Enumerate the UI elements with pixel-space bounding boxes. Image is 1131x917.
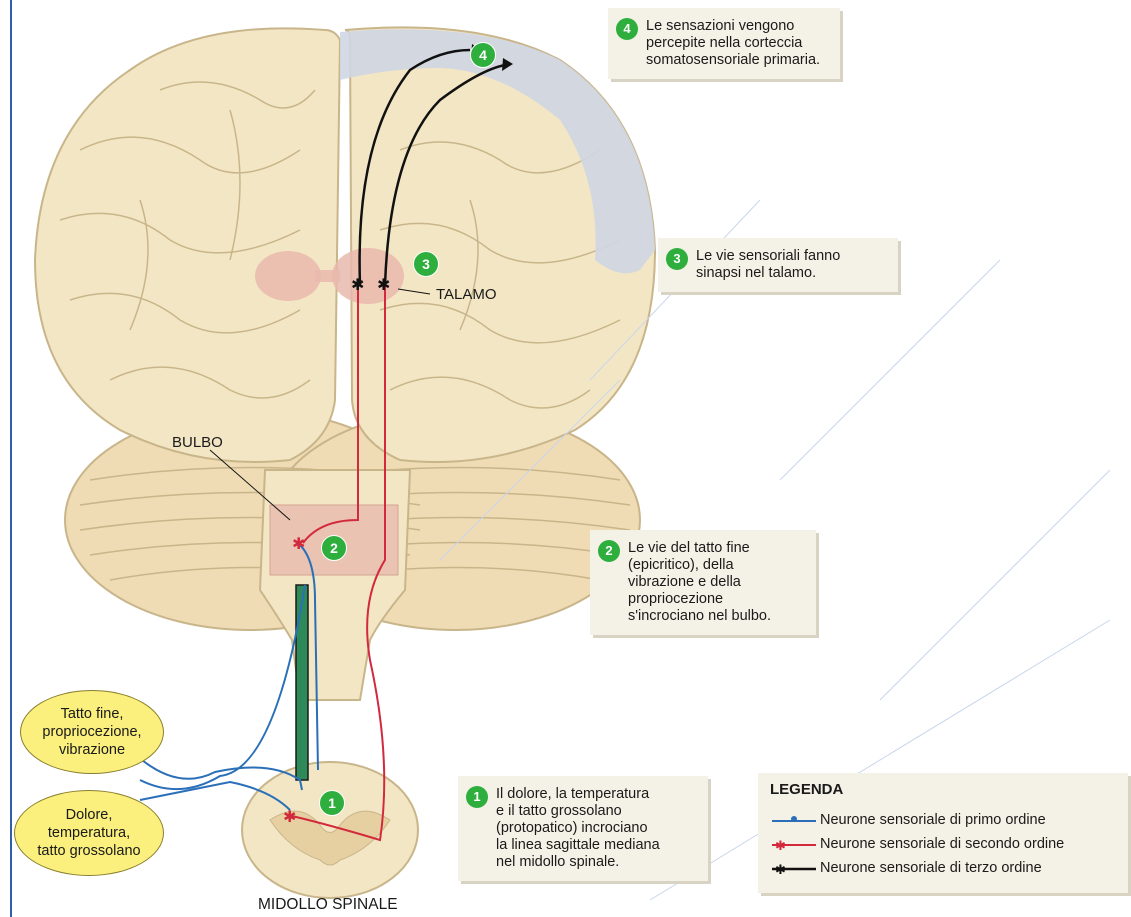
svg-text:✱: ✱ — [292, 534, 305, 553]
bubble-1-line-1: Tatto fine, — [61, 705, 124, 723]
first-order-line-icon — [770, 813, 818, 829]
step-4-badge-diagram: 4 — [470, 42, 496, 68]
bubble-2-line-2: temperatura, — [48, 824, 130, 842]
third-order-line-icon: ✱ — [770, 861, 818, 877]
bubble-1-line-2: propriocezione, — [42, 723, 141, 741]
bubble-2-line-3: tatto grossolano — [37, 842, 140, 860]
legend: LEGENDA Neurone sensoriale di primo ordi… — [758, 773, 1128, 893]
svg-text:✱: ✱ — [775, 863, 786, 877]
second-order-line-icon: ✱ — [770, 837, 818, 853]
step-2-callout: 2 Le vie del tatto fine (epicritico), de… — [590, 530, 816, 635]
step-1-line-2: e il tatto grossolano — [496, 803, 696, 820]
bubble-1-line-3: vibrazione — [59, 741, 125, 759]
legend-title: LEGENDA — [770, 781, 843, 798]
step-1-line-4: la linea sagittale mediana — [496, 837, 696, 854]
step-1-callout: 1 Il dolore, la temperatura e il tatto g… — [458, 776, 708, 881]
step-2-line-3: vibrazione e della — [628, 574, 804, 591]
pain-temperature-bubble: Dolore, temperatura, tatto grossolano — [14, 790, 164, 876]
brainstem — [260, 470, 410, 700]
svg-text:✱: ✱ — [283, 807, 296, 826]
step-3-callout: 3 Le vie sensoriali fanno sinapsi nel ta… — [658, 238, 898, 292]
step-3-badge: 3 — [666, 248, 688, 270]
step-1-line-5: nel midollo spinale. — [496, 854, 696, 871]
cerebrum — [35, 27, 655, 462]
step-4-line-2: percepite nella corteccia — [646, 35, 828, 52]
legend-item-first-order-label: Neurone sensoriale di primo ordine — [820, 812, 1046, 828]
bulbo-label: BULBO — [172, 434, 223, 451]
step-4-line-1: Le sensazioni vengono — [646, 18, 828, 35]
legend-item-second-order-label: Neurone sensoriale di secondo ordine — [820, 836, 1064, 852]
step-3-line-1: Le vie sensoriali fanno — [696, 248, 886, 265]
touch-proprioception-bubble: Tatto fine, propriocezione, vibrazione — [20, 690, 164, 774]
step-1-badge: 1 — [466, 786, 488, 808]
step-3-line-2: sinapsi nel talamo. — [696, 265, 886, 282]
step-1-badge-diagram: 1 — [319, 790, 345, 816]
step-2-line-1: Le vie del tatto fine — [628, 540, 804, 557]
midollo-label: MIDOLLO SPINALE — [258, 896, 398, 914]
step-4-callout: 4 Le sensazioni vengono percepite nella … — [608, 8, 840, 79]
svg-text:✱: ✱ — [775, 839, 786, 853]
step-3-badge-diagram: 3 — [413, 251, 439, 277]
svg-text:✱: ✱ — [377, 275, 390, 294]
step-1-line-1: Il dolore, la temperatura — [496, 786, 696, 803]
legend-item-third-order-label: Neurone sensoriale di terzo ordine — [820, 860, 1042, 876]
bubble-2-line-1: Dolore, — [66, 806, 113, 824]
step-2-line-2: (epicritico), della — [628, 557, 804, 574]
step-2-badge-diagram: 2 — [321, 535, 347, 561]
step-1-line-3: (protopatico) incrociano — [496, 820, 696, 837]
svg-text:✱: ✱ — [351, 275, 364, 294]
step-4-line-3: somatosensoriale primaria. — [646, 52, 828, 69]
step-2-line-4: propriocezione — [628, 591, 804, 608]
talamo-label: TALAMO — [436, 286, 497, 303]
step-2-badge: 2 — [598, 540, 620, 562]
step-4-badge: 4 — [616, 18, 638, 40]
step-2-line-5: s'incrociano nel bulbo. — [628, 608, 804, 625]
green-tract — [296, 585, 308, 780]
spinal-cord-section — [242, 762, 418, 898]
